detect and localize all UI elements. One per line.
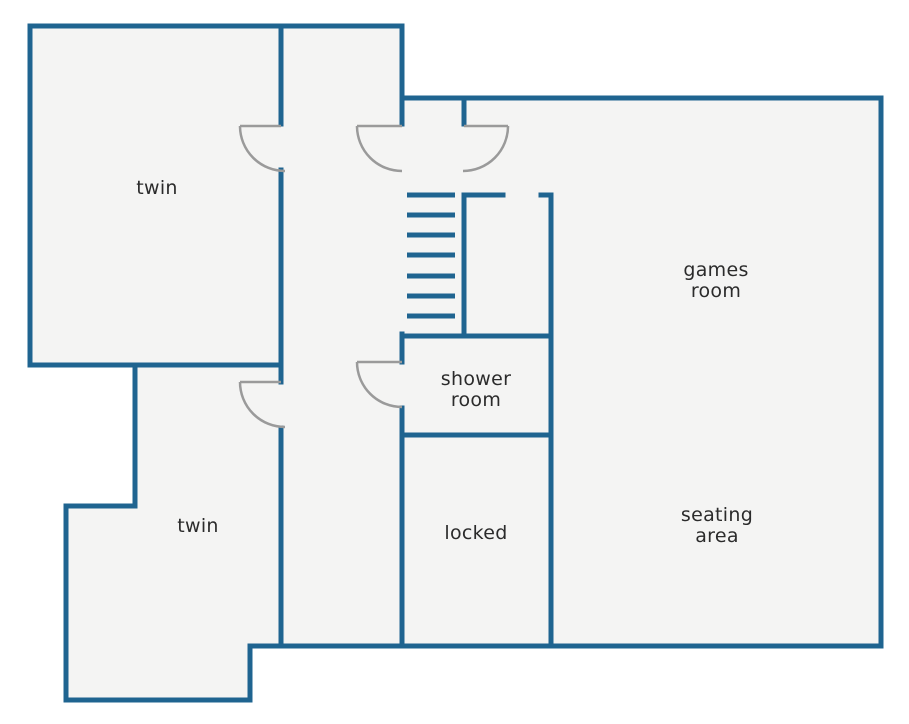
shower-room-line1: shower bbox=[440, 368, 512, 390]
twin-upper-label: twin bbox=[136, 177, 178, 199]
room-label-locked: locked bbox=[426, 523, 526, 544]
room-label-seating-area: seating area bbox=[662, 505, 772, 547]
room-label-twin-lower: twin bbox=[163, 516, 233, 537]
door-corridor-top bbox=[355, 124, 403, 173]
twin-lower-label: twin bbox=[177, 515, 219, 537]
seating-area-line1: seating bbox=[680, 504, 754, 526]
doors bbox=[238, 124, 510, 429]
room-label-twin-upper: twin bbox=[122, 178, 192, 199]
floor-right bbox=[402, 98, 881, 646]
floor-area bbox=[30, 26, 881, 700]
floor-corridor bbox=[281, 26, 402, 646]
room-label-games-room: games room bbox=[666, 260, 766, 302]
games-room-line2: room bbox=[690, 280, 742, 302]
door-twin-lower bbox=[238, 380, 286, 429]
shower-room-line2: room bbox=[450, 389, 502, 411]
games-room-line1: games bbox=[683, 259, 749, 281]
door-shower-room bbox=[355, 360, 403, 409]
seating-area-line2: area bbox=[695, 525, 739, 547]
stairs bbox=[407, 192, 455, 319]
locked-label: locked bbox=[444, 522, 508, 544]
door-games-room bbox=[462, 124, 510, 173]
room-label-shower-room: shower room bbox=[421, 369, 531, 411]
walls bbox=[27, 23, 884, 703]
door-twin-upper bbox=[238, 124, 286, 173]
